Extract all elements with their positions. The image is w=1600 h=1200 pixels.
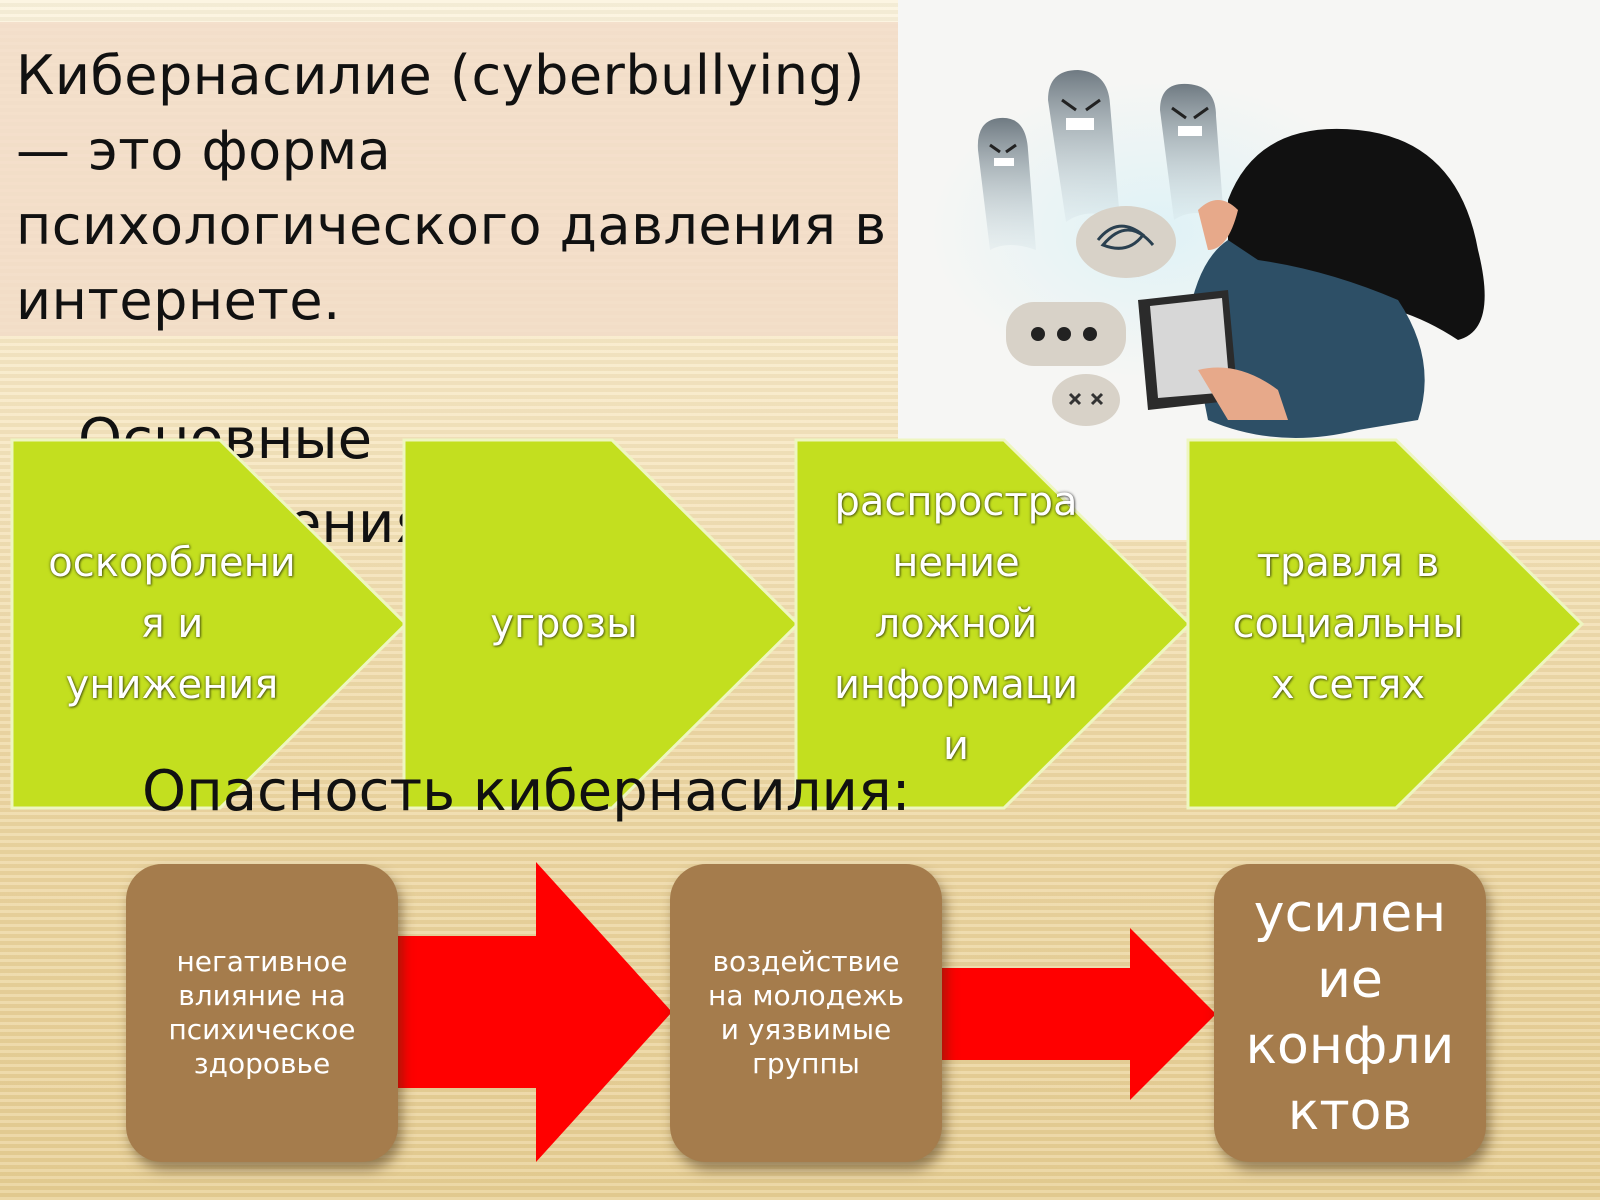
chevron-label: травля в социальны х сетях	[1232, 539, 1464, 708]
chevron-misinformation: распростра нение ложной информаци и	[794, 438, 1192, 810]
definition-text: Кибернасилие (cyberbullying) — это форма…	[16, 44, 887, 332]
scribble-bubble-icon	[1076, 206, 1176, 278]
danger-box-conflicts: усилен ие конфли ктов	[1214, 864, 1486, 1162]
danger-box-mental-health: негативное влияние на психическое здоров…	[126, 864, 398, 1162]
definition-panel	[0, 22, 898, 336]
crying-girl-icon	[1138, 128, 1485, 438]
cyberbullying-victim-illustration	[898, 0, 1600, 540]
arrow-right-icon	[396, 862, 672, 1162]
arrow-right-icon	[940, 928, 1216, 1100]
ghost-icon	[1048, 70, 1120, 222]
danger-box-vulnerable-groups: воздействие на молодежь и уязвимые групп…	[670, 864, 942, 1162]
ghost-icon	[977, 117, 1036, 250]
chevron-label: угрозы	[490, 600, 638, 647]
chevron-social-harassment: травля в социальны х сетях	[1186, 438, 1584, 810]
chevron-insults: оскорблени я и унижения	[10, 438, 408, 810]
chevron-label: оскорблени я и унижения	[48, 539, 296, 708]
chevron-label: распростра нение ложной информаци и	[833, 478, 1079, 769]
chevron-threats: угрозы	[402, 438, 800, 810]
crossed-eyes-bubble-icon	[1052, 374, 1120, 426]
danger-heading: Опасность кибернасилия:	[142, 759, 911, 824]
ghost-icon	[1160, 83, 1224, 220]
ellipsis-bubble-icon	[1006, 302, 1126, 366]
